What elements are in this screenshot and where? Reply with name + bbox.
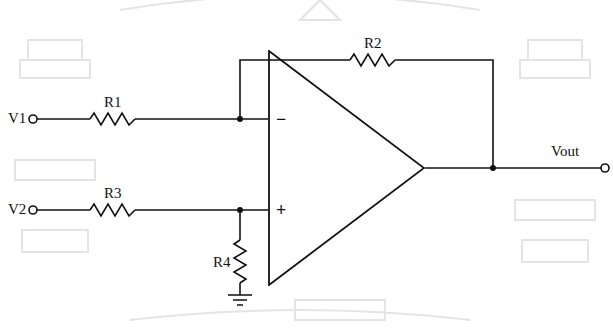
resistor-symbol xyxy=(234,240,246,283)
resistor-symbol xyxy=(90,113,135,125)
component-label: R2 xyxy=(363,34,383,52)
signal-name: V1 xyxy=(7,109,27,127)
component-label: R1 xyxy=(103,93,123,111)
op-amp-triangle xyxy=(268,50,425,286)
inverting-input-sign: − xyxy=(276,110,286,128)
op-amp: −+ xyxy=(268,50,425,286)
signal-name: V2 xyxy=(7,200,27,218)
component-label: R4 xyxy=(212,253,232,271)
noninverting-input-sign: + xyxy=(276,201,286,219)
resistor-symbol xyxy=(90,204,135,216)
ground-symbol xyxy=(228,295,252,305)
component-label: R3 xyxy=(103,184,123,202)
signal-name: Vout xyxy=(550,142,580,160)
resistor-symbol xyxy=(350,54,395,66)
